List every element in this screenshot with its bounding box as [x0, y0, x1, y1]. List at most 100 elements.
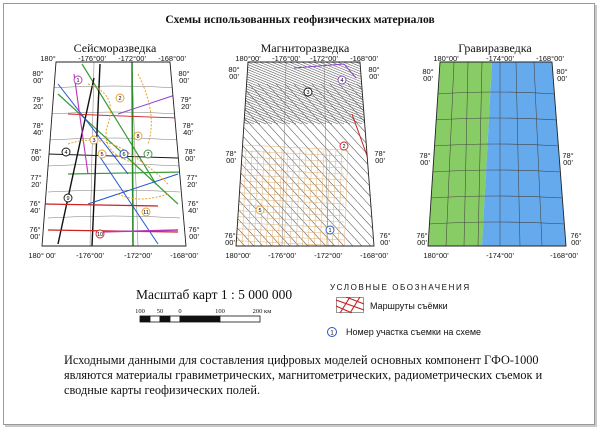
legend-title: УСЛОВНЫЕ ОБОЗНАЧЕНИЯ — [330, 283, 471, 292]
svg-text:76°00': 76°00' — [188, 225, 199, 241]
svg-text:78°00': 78°00' — [562, 151, 573, 167]
svg-text:200 км: 200 км — [253, 308, 272, 315]
gravity-coverage-blue — [482, 62, 566, 246]
svg-text:78°40': 78°40' — [32, 121, 43, 137]
description-paragraph: Исходными данными для составления цифров… — [64, 353, 543, 397]
survey-marker: 4 — [61, 147, 71, 157]
svg-text:4: 4 — [340, 78, 343, 84]
svg-text:-174°00': -174°00' — [486, 54, 514, 63]
gravity-lat-labels: 80°00' 78°00' 76°00' 80°00' 78°00' 76°00… — [416, 67, 581, 247]
svg-text:-168°00': -168°00' — [350, 54, 378, 63]
svg-text:80°00': 80°00' — [368, 65, 379, 81]
svg-text:1: 1 — [328, 228, 331, 234]
svg-text:76°00': 76°00' — [379, 231, 390, 247]
svg-text:9: 9 — [66, 196, 69, 202]
survey-marker: 11 — [141, 207, 151, 217]
svg-text:-168°00': -168°00' — [550, 251, 578, 260]
seismic-map: 1 2 3 4 5 6 7 8 9 10 11 180° -176°00' -1… — [28, 54, 199, 260]
svg-text:77°20': 77°20' — [30, 173, 41, 189]
seismic-lat-labels-right: 80°00' 79°20' 78°40' 78°00' 77°20' 76°40… — [178, 69, 199, 241]
marker-legend-label: Номер участка съемки на схеме — [346, 327, 482, 337]
svg-text:10: 10 — [97, 232, 103, 238]
svg-text:4: 4 — [64, 150, 67, 156]
svg-text:80°00': 80°00' — [178, 69, 189, 85]
routes-legend-icon — [336, 297, 364, 313]
seismic-survey-markers: 1 2 3 4 5 6 7 8 9 10 11 — [61, 75, 153, 239]
survey-marker: 8 — [133, 131, 143, 141]
svg-text:80°00': 80°00' — [228, 65, 239, 81]
gravity-tick-labels: 180°00' -174°00' -168°00' 180°00' -174°0… — [423, 54, 578, 260]
survey-marker: 5 — [255, 205, 265, 215]
seismic-lat-labels-left: 80°00' 79°20' 78°40' 78°00' 77°20' 76°40… — [29, 69, 43, 241]
svg-text:78°40': 78°40' — [182, 121, 193, 137]
svg-text:180°00': 180°00' — [235, 54, 261, 63]
svg-text:50: 50 — [157, 308, 164, 315]
svg-text:180°00': 180°00' — [423, 251, 449, 260]
svg-text:76°00': 76°00' — [416, 231, 427, 247]
svg-text:76°40': 76°40' — [187, 199, 198, 215]
svg-text:2: 2 — [118, 96, 121, 102]
svg-text:180°00': 180°00' — [225, 251, 251, 260]
svg-text:5: 5 — [100, 152, 103, 158]
survey-marker: 2 — [339, 141, 349, 151]
magnetic-map: 1 2 3 4 5 180°00' -176°00' -172°00' -168… — [224, 54, 390, 260]
svg-text:0: 0 — [178, 308, 181, 315]
svg-text:7: 7 — [146, 152, 149, 158]
svg-text:5: 5 — [258, 208, 261, 214]
svg-text:100: 100 — [136, 308, 145, 315]
svg-text:-172°00': -172°00' — [124, 251, 152, 260]
svg-text:-168°00': -168°00' — [158, 54, 186, 63]
panel-title-gravity: Гравиразведка — [458, 41, 532, 55]
survey-marker: 10 — [95, 229, 105, 239]
svg-text:-172°00': -172°00' — [314, 251, 342, 260]
survey-marker: 3 — [303, 87, 313, 97]
svg-text:78°00': 78°00' — [30, 147, 41, 163]
magnetic-lines — [236, 62, 374, 246]
svg-text:78°00': 78°00' — [419, 151, 430, 167]
svg-text:78°00': 78°00' — [184, 147, 195, 163]
svg-text:1: 1 — [76, 78, 79, 84]
svg-text:11: 11 — [143, 210, 149, 216]
svg-text:-168°00': -168°00' — [170, 251, 198, 260]
svg-text:3: 3 — [306, 90, 309, 96]
svg-text:2: 2 — [342, 144, 345, 150]
scale-segments — [139, 315, 261, 323]
svg-text:3: 3 — [92, 138, 95, 144]
svg-text:80°00': 80°00' — [422, 67, 433, 83]
gravity-coverage-green — [428, 62, 492, 246]
svg-text:-172°00': -172°00' — [310, 54, 338, 63]
svg-text:77°20': 77°20' — [186, 173, 197, 189]
survey-marker: 5 — [97, 149, 107, 159]
survey-marker: 2 — [115, 93, 125, 103]
svg-text:76°00': 76°00' — [570, 231, 581, 247]
svg-text:1: 1 — [330, 330, 334, 336]
svg-text:78°00': 78°00' — [374, 149, 385, 165]
svg-text:-168°00': -168°00' — [360, 251, 388, 260]
svg-text:-174°00': -174°00' — [486, 251, 514, 260]
survey-marker: 1 — [325, 225, 335, 235]
scale-labels: 100 50 0 100 200 км — [136, 308, 271, 315]
svg-text:76°00': 76°00' — [224, 231, 235, 247]
magnetic-survey-markers: 1 2 3 4 5 — [255, 75, 349, 235]
routes-legend-label: Маршруты съёмки — [370, 301, 448, 311]
svg-text:-168°00': -168°00' — [536, 54, 564, 63]
svg-text:80°00': 80°00' — [556, 67, 567, 83]
svg-text:79°20': 79°20' — [32, 95, 43, 111]
survey-marker: 6 — [119, 149, 129, 159]
svg-text:79°20': 79°20' — [180, 95, 191, 111]
scale-title: Масштаб карт 1 : 5 000 000 — [136, 287, 293, 302]
survey-marker: 9 — [63, 193, 73, 203]
survey-marker: 4 — [337, 75, 347, 85]
svg-text:180°00': 180°00' — [433, 54, 459, 63]
svg-text:-176°00': -176°00' — [272, 54, 300, 63]
svg-text:180° 00': 180° 00' — [28, 251, 56, 260]
svg-text:-172°00': -172°00' — [118, 54, 146, 63]
svg-text:76°00': 76°00' — [29, 225, 40, 241]
svg-text:-176°00': -176°00' — [78, 54, 106, 63]
svg-text:-176°00': -176°00' — [76, 251, 104, 260]
svg-text:6: 6 — [122, 152, 125, 158]
magnetic-tick-labels: 180°00' -176°00' -172°00' -168°00' 180°0… — [225, 54, 388, 260]
svg-text:100: 100 — [215, 308, 225, 315]
magnetic-lat-labels: 80°00' 78°00' 76°00' 80°00' 78°00' 76°00… — [224, 65, 390, 247]
seismic-tick-labels: 180° -176°00' -172°00' -168°00' 180° 00'… — [28, 54, 198, 260]
